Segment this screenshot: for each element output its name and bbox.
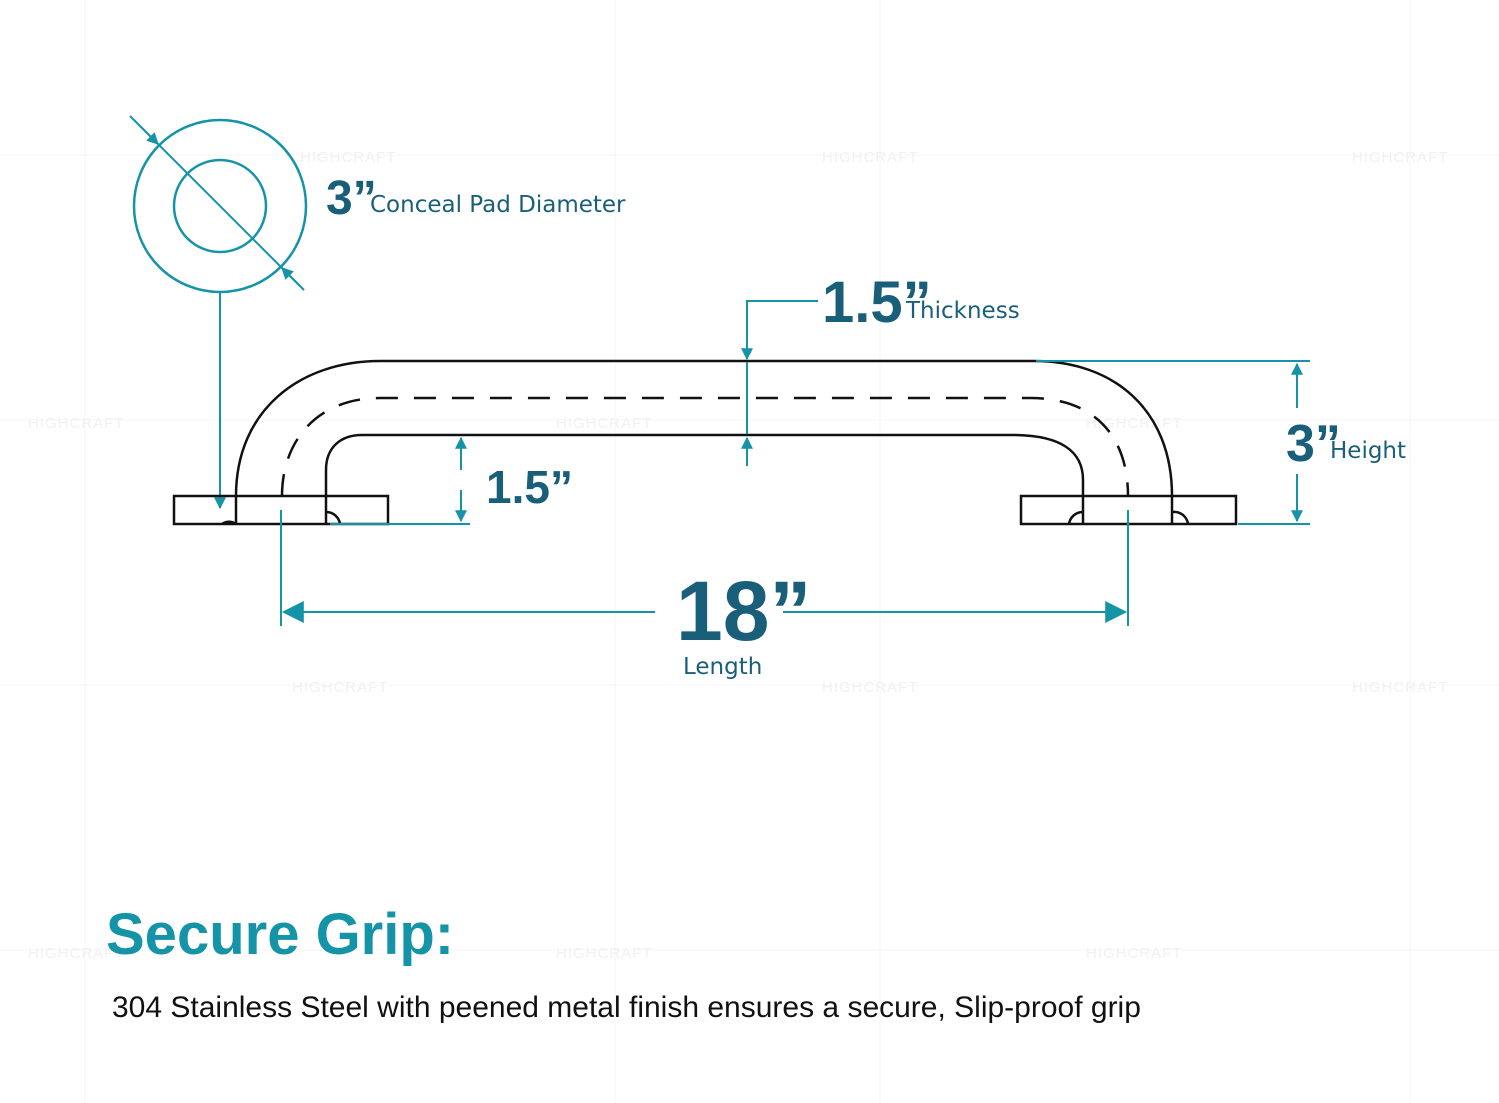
watermark: HIGHCRAFT [28, 415, 125, 432]
watermark: HIGHCRAFT [556, 945, 653, 962]
grab-bar [172, 359, 1238, 526]
length-value: 18” [676, 564, 811, 658]
thickness-dimension [741, 300, 818, 466]
watermark: HIGHCRAFT [28, 945, 125, 962]
conceal-pad-inner-circle [172, 158, 268, 254]
conceal-pad-view [129, 115, 308, 510]
length-dimension [280, 510, 1129, 626]
flange-bump [1067, 510, 1084, 525]
watermark: HIGHCRAFT [556, 415, 653, 432]
feature-description: 304 Stainless Steel with peened metal fi… [112, 991, 1141, 1024]
watermark: HIGHCRAFT [1086, 945, 1183, 962]
height-value: 3” [1286, 415, 1341, 473]
bar-inner-edge [324, 433, 1085, 496]
pad-diameter-value: 3” [326, 172, 377, 225]
pad-arrow [139, 125, 159, 145]
flange-bump [1171, 510, 1190, 525]
feature-title: Secure Grip: [106, 902, 455, 967]
pad-arrow [281, 267, 299, 285]
thickness-leader [741, 300, 818, 361]
watermark: HIGHCRAFT [1352, 149, 1449, 166]
watermark: HIGHCRAFT [292, 679, 389, 696]
thickness-caption: Thickness [905, 298, 1020, 324]
height-dimension [1036, 360, 1310, 525]
bar-outer-edge [234, 359, 1174, 497]
thickness-value: 1.5” [822, 270, 932, 335]
flange-bump [325, 510, 342, 525]
length-caption: Length [683, 654, 762, 680]
clearance-value: 1.5” [486, 461, 573, 513]
height-caption: Height [1330, 438, 1406, 464]
watermark: HIGHCRAFT [822, 679, 919, 696]
watermark: HIGHCRAFT [1352, 679, 1449, 696]
bar-centerline [280, 396, 1130, 497]
watermark: HIGHCRAFT [300, 149, 397, 166]
watermark: HIGHCRAFT [822, 149, 919, 166]
clearance-dimension [330, 436, 470, 525]
pad-diameter-line [129, 115, 305, 291]
pad-diameter-caption: Conceal Pad Diameter [370, 192, 626, 218]
